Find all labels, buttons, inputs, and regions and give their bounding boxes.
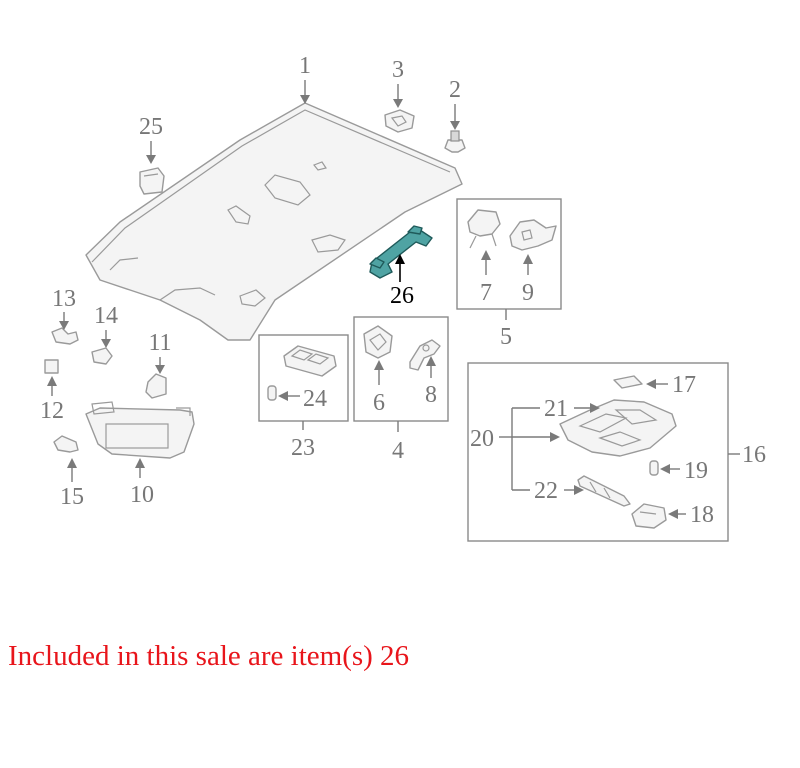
- callout-8: 8: [425, 382, 437, 408]
- part-22-bracket: 22: [534, 475, 631, 507]
- part-26-grab-handle: 26: [369, 225, 433, 309]
- callout-14: 14: [94, 303, 118, 329]
- callout-15: 15: [60, 484, 84, 510]
- part-21-overhead-console: 21: [544, 396, 677, 457]
- group-16: 16: [467, 362, 766, 542]
- part-3-clip: 3: [384, 57, 415, 133]
- callout-22: 22: [534, 478, 558, 504]
- callout-13: 13: [52, 286, 76, 312]
- part-7-grab-handle: 7: [467, 209, 501, 306]
- callout-24: 24: [303, 386, 327, 412]
- callout-6: 6: [373, 390, 385, 416]
- part-9-bracket: 9: [509, 219, 557, 306]
- part-11-clip: 11: [145, 330, 172, 399]
- callout-26: 26: [390, 283, 414, 309]
- callout-19: 19: [684, 458, 708, 484]
- callout-25: 25: [139, 114, 163, 140]
- part-19-bulb: 19: [649, 458, 708, 484]
- group-5: 5: [456, 198, 562, 350]
- part-23-reading-lamp: [283, 345, 337, 377]
- callout-7: 7: [480, 280, 492, 306]
- part-8-bracket: 8: [409, 339, 441, 408]
- part-17-lens: 17: [613, 372, 696, 398]
- callout-9: 9: [522, 280, 534, 306]
- part-24-bulb: 24: [267, 385, 327, 412]
- callout-23: 23: [291, 435, 315, 461]
- group-4: 4: [353, 316, 449, 464]
- part-1-headliner: [85, 102, 463, 341]
- group-23: 23: [258, 334, 349, 461]
- callout-2: 2: [449, 77, 461, 103]
- callout-4: 4: [392, 438, 404, 464]
- part-25-clip: 25: [139, 114, 165, 195]
- callout-12: 12: [40, 398, 64, 424]
- callout-20: 20: [470, 426, 494, 452]
- part-2-clip: 2: [444, 77, 466, 153]
- sale-caption: Included in this sale are item(s) 26: [8, 640, 410, 672]
- callout-5: 5: [500, 324, 512, 350]
- part-18-module: 18: [631, 502, 714, 529]
- callout-17: 17: [672, 372, 696, 398]
- part-12-cap: 12: [40, 359, 64, 424]
- part-6-grab-handle: 6: [363, 325, 393, 416]
- callout-21: 21: [544, 396, 568, 422]
- part-10-sun-visor: 10: [85, 401, 195, 508]
- part-20-assembly: 20: [470, 407, 560, 491]
- callout-18: 18: [690, 502, 714, 528]
- part-14-clip: 14: [91, 303, 118, 365]
- part-1-callout: 1: [299, 53, 311, 104]
- callout-16: 16: [742, 442, 766, 468]
- part-13-clip: 13: [51, 286, 79, 345]
- part-15-clip: 15: [53, 435, 84, 510]
- callout-1: 1: [299, 53, 311, 79]
- callout-10: 10: [130, 482, 154, 508]
- callout-11: 11: [148, 330, 171, 356]
- callout-3: 3: [392, 57, 404, 83]
